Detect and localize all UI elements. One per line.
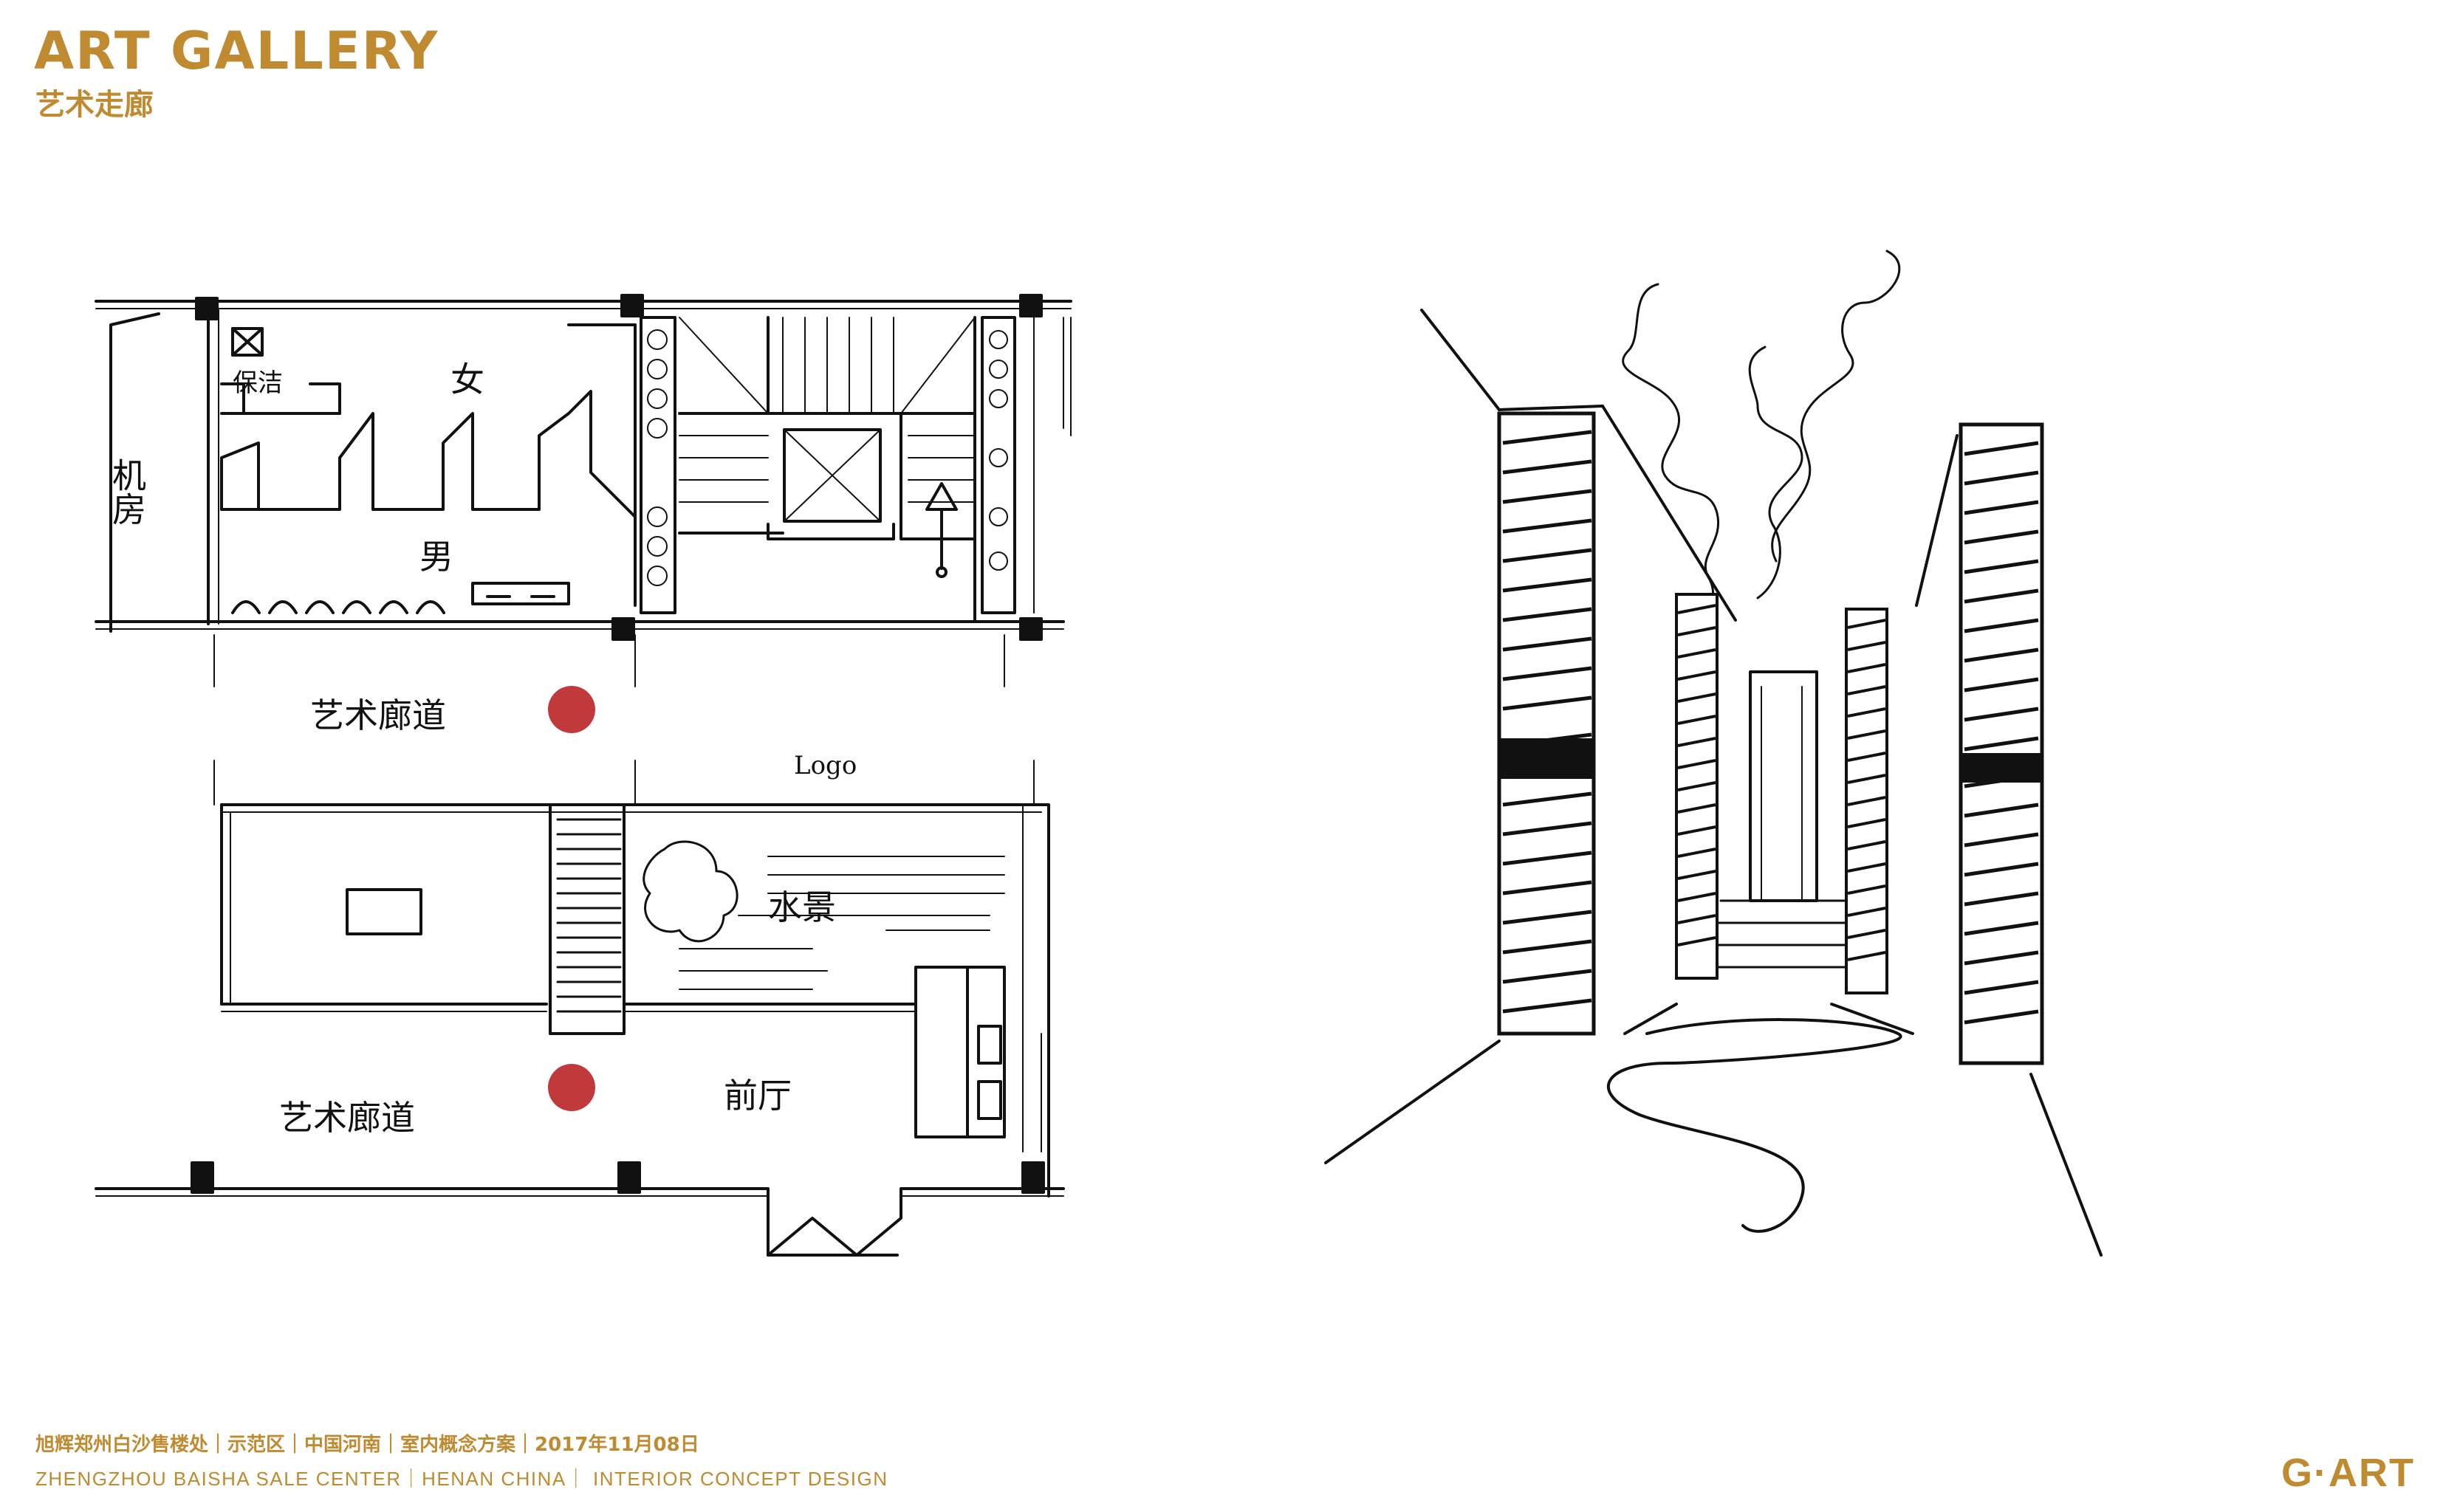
floor-plan-sketch: 机房 保洁 女 男 艺术廊道 Logo 水景 艺术廊道 前厅 — [95, 294, 1072, 1257]
label-corridor-upper: 艺术廊道 — [310, 695, 446, 735]
label-water-feature: 水景 — [768, 887, 836, 927]
label-corridor-lower: 艺术廊道 — [279, 1098, 415, 1138]
label-men: 男 — [419, 537, 453, 577]
footer-project-line-en: ZHENGZHOU BAISHA SALE CENTER｜HENAN CHINA… — [35, 1468, 888, 1490]
label-front-desk: 前厅 — [724, 1076, 792, 1116]
page-subtitle: 艺术走廊 — [35, 88, 154, 122]
brand-logo: G·ART — [2281, 1451, 2415, 1495]
label-cleaning: 保洁 — [233, 368, 283, 398]
label-machine-room: 机房 — [107, 458, 147, 526]
label-women: 女 — [450, 360, 484, 399]
label-logo: Logo — [794, 751, 857, 780]
marker-dot-lower — [548, 1064, 595, 1111]
page-title: ART GALLERY — [34, 21, 439, 81]
marker-dot-upper — [548, 686, 595, 733]
footer-project-line-cn: 旭辉郑州白沙售楼处｜示范区｜中国河南｜室内概念方案｜2017年11月08日 — [35, 1434, 699, 1456]
